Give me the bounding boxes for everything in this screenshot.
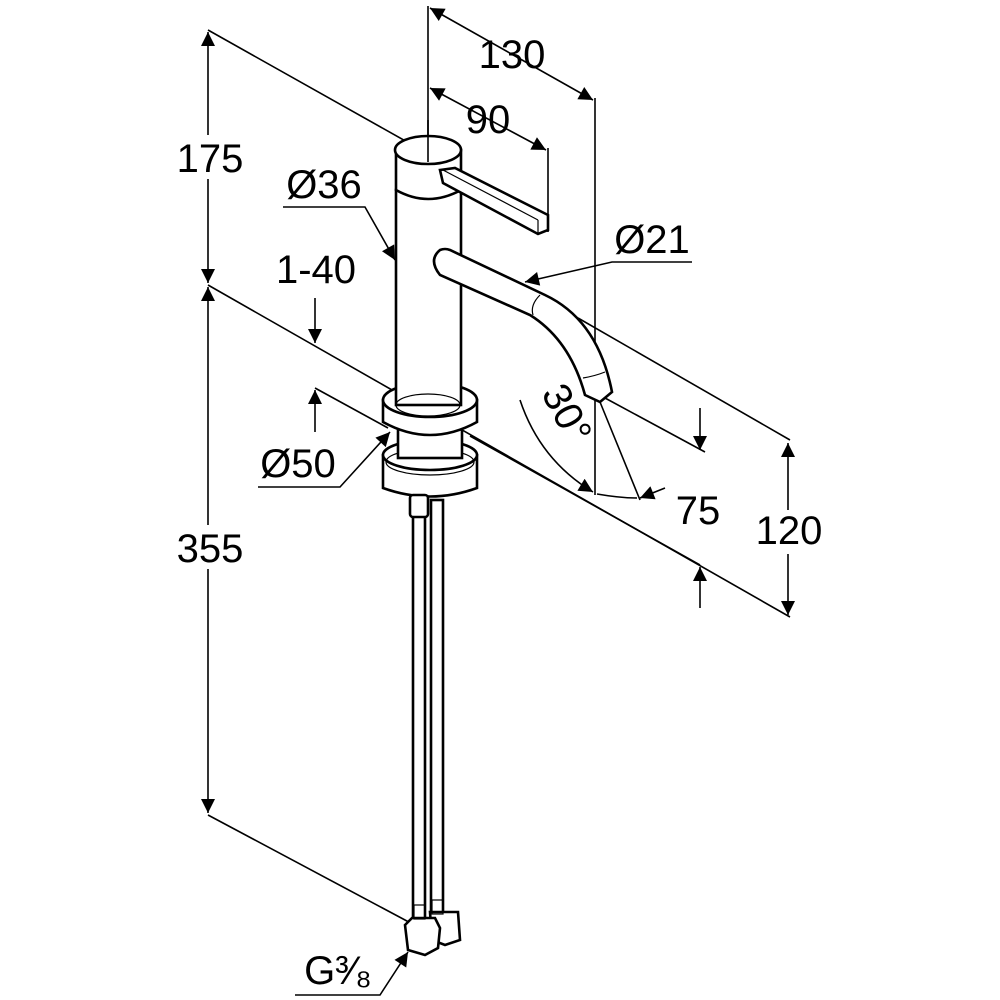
label-90: 90 [466, 98, 511, 142]
label-130: 130 [479, 33, 546, 77]
label-thread-g3-8: G³⁄₈ [304, 949, 372, 993]
label-diameter-21: Ø21 [614, 218, 690, 262]
faucet-illustration [381, 120, 614, 957]
label-diameter-36: Ø36 [286, 163, 362, 207]
dimension-labels: 175 355 130 90 Ø36 Ø21 1-40 Ø50 30° 75 1… [172, 33, 826, 993]
label-diameter-50: Ø50 [260, 442, 336, 486]
label-75: 75 [676, 489, 721, 533]
label-deck-thickness: 1-40 [276, 248, 356, 292]
label-120: 120 [756, 509, 823, 553]
extension-lines [207, 6, 791, 929]
label-355: 355 [177, 527, 244, 571]
label-175: 175 [177, 137, 244, 181]
dimension-lines [201, 7, 795, 996]
